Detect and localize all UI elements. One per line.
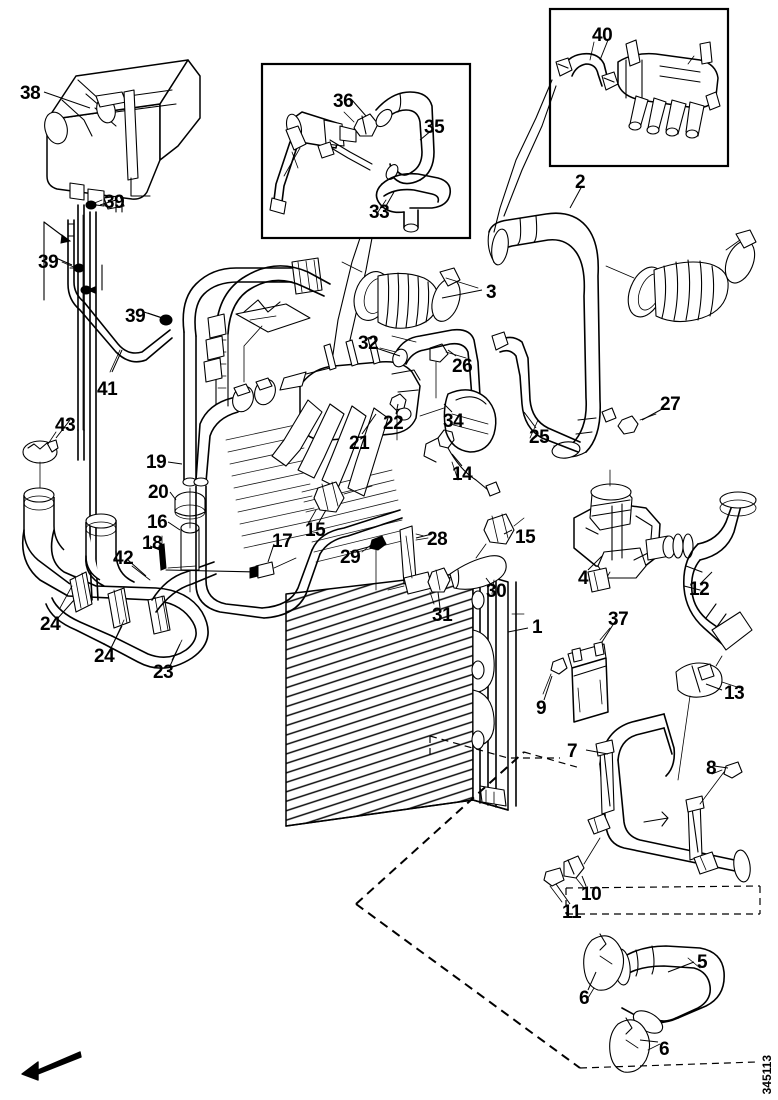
callout-42: 42 [113,548,134,569]
callout-18: 18 [142,533,163,554]
coolant-tube-25 [491,331,581,453]
callout-26: 26 [452,356,473,377]
callout-34: 34 [443,411,464,432]
sensor-harness-14 [423,429,501,497]
callout-17: 17 [272,531,293,552]
callout-41: 41 [97,379,118,400]
cooler-core-hatch-upper [225,423,407,563]
charge-air-hose-lower [682,491,757,667]
screw-8 [699,761,743,805]
coolant-reservoir-tank [44,59,201,213]
callout-37: 37 [608,609,629,630]
screw-9 [542,657,568,695]
callout-3: 3 [486,282,497,303]
callout-15b: 15 [515,527,536,548]
clamp-26 [429,343,467,399]
callout-43: 43 [55,415,76,436]
inset-thermostat-hoses-content [269,91,452,233]
air-duct-assembly [587,713,751,883]
nut-22 [389,393,407,441]
callout-21: 21 [349,433,370,454]
callout-20: 20 [148,482,169,503]
sensor-bracket-34 [419,389,497,453]
callout-5: 5 [697,952,708,973]
clamp-6-upper [583,933,625,999]
sensor-10 [563,837,601,889]
hose-clamp-43 [22,431,59,501]
callout-19: 19 [146,452,167,473]
callout-7: 7 [567,741,578,762]
callout-29: 29 [340,547,361,568]
callout-14: 14 [452,464,473,485]
callout-11: 11 [562,902,582,923]
callout-36: 36 [333,91,354,112]
callout-24a: 24 [40,614,61,635]
mid-hose [167,485,403,619]
leader-lines [43,39,729,1043]
callout-8: 8 [706,758,717,779]
callout-39c: 39 [125,306,146,327]
screw-29 [361,535,387,591]
callout-9: 9 [536,698,547,719]
callout-24b: 24 [94,646,115,667]
screw-17 [165,557,297,579]
clamp-6-lower [609,1017,661,1073]
callout-23: 23 [153,662,174,683]
callout-27: 27 [660,394,681,415]
callout-39a: 39 [104,192,125,213]
forward-direction-arrow-icon [21,1051,82,1081]
hose-30 [449,555,507,595]
clamp-31 [427,567,451,605]
sheet-id: 345113 [760,1054,774,1094]
inset-thermostat-hoses-frame [260,62,472,240]
overflow-hose [67,219,173,373]
bellows-coupling-left [341,261,479,329]
callout-6b: 6 [659,1039,670,1060]
callout-1: 1 [532,617,543,638]
charge-air-cooler [285,571,525,827]
cap-11 [543,867,565,903]
thermostat-housing [573,469,676,593]
inset-intake-manifold-content [555,39,721,139]
callout-25: 25 [529,427,550,448]
bellows-coupling-right [605,229,757,323]
bracket-28 [387,525,433,595]
mounting-bracket-37 [567,627,611,723]
callout-22: 22 [383,413,404,434]
callout-38: 38 [20,83,41,104]
clamp-13 [675,662,741,781]
filler-neck-tube [158,257,323,593]
clamp-15-left [307,481,373,525]
inset-intake-manifold-frame [548,7,730,168]
callout-15a: 15 [305,520,326,541]
callout-39b: 39 [38,252,59,273]
clamp-15-right [475,513,525,559]
callout-31: 31 [432,605,453,626]
callout-2: 2 [575,172,586,193]
callout-30: 30 [486,581,507,602]
callout-13: 13 [724,683,745,704]
intake-manifold [193,335,421,497]
charge-air-hose-upper [487,212,657,459]
callout-33: 33 [369,202,390,223]
callout-4: 4 [578,568,589,589]
callout-6a: 6 [579,988,590,1009]
air-inlet-scoop [203,265,331,407]
callout-10: 10 [581,884,602,905]
callout-28: 28 [427,529,448,550]
callout-35: 35 [424,117,445,138]
callout-16: 16 [147,512,168,533]
callout-12: 12 [689,579,710,600]
callout-40: 40 [592,25,613,46]
lower-radiator-hose-assembly [21,487,217,669]
callout-32: 32 [358,333,379,354]
